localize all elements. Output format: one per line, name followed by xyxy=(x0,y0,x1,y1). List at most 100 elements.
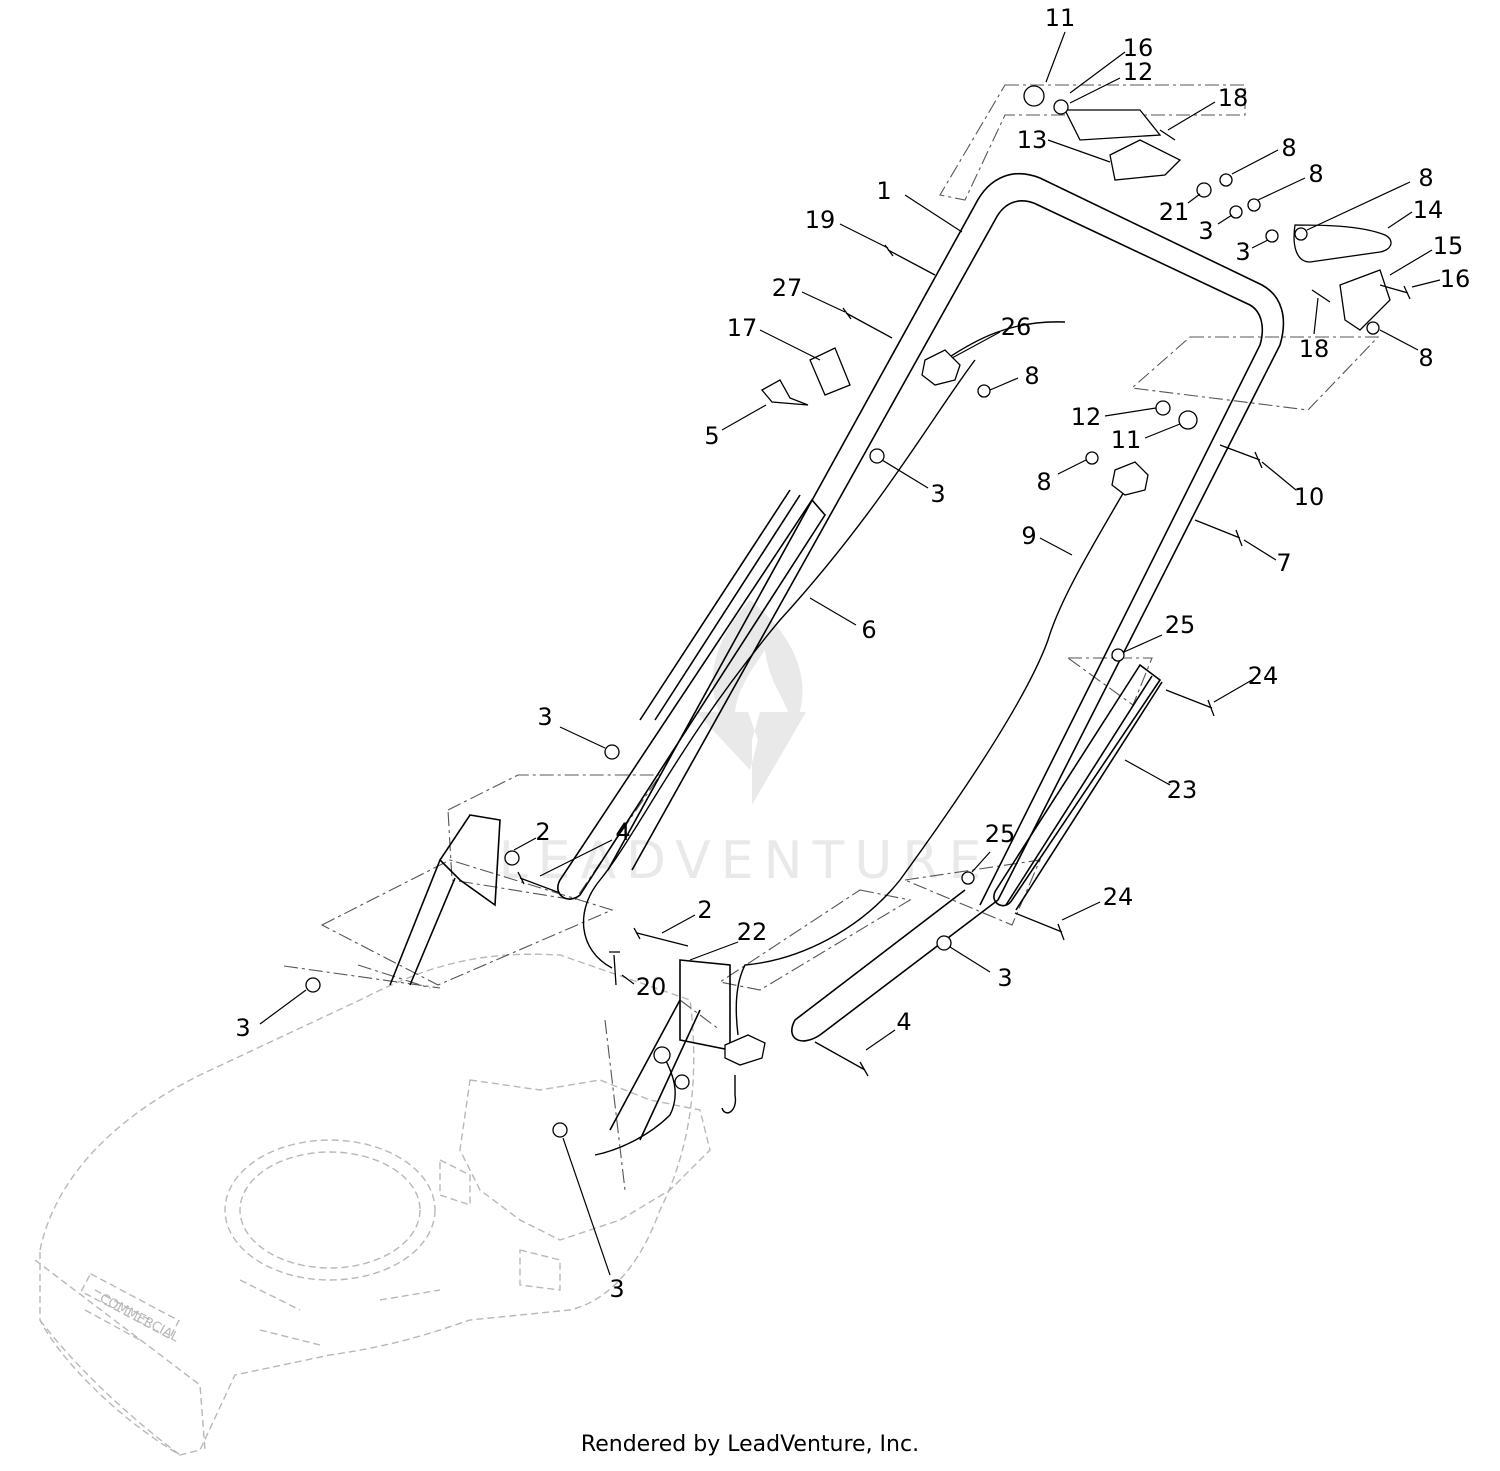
leader-18-top xyxy=(1167,101,1216,131)
leader-21 xyxy=(1187,193,1201,204)
nut-3-a xyxy=(869,448,885,464)
clip-5 xyxy=(760,379,809,406)
dashed-planes xyxy=(283,84,1380,1191)
callout-8-f: 8 xyxy=(1418,344,1433,372)
callout-20: 20 xyxy=(636,973,667,1001)
callout-16-right: 16 xyxy=(1440,265,1471,293)
leader-7 xyxy=(1243,539,1277,561)
switch-right xyxy=(1111,461,1149,496)
deck-front-lip xyxy=(34,1259,206,1456)
leader-20 xyxy=(621,974,635,985)
callout-1: 1 xyxy=(876,177,891,205)
leader-1 xyxy=(904,194,963,233)
nut-3-g xyxy=(1265,229,1279,243)
deck-blade-opening xyxy=(224,1139,436,1281)
nut-8-c xyxy=(1219,173,1233,187)
bolt-27 xyxy=(842,307,893,339)
callout-21: 21 xyxy=(1159,198,1190,226)
callout-16-top: 16 xyxy=(1123,34,1154,62)
callout-27: 27 xyxy=(772,274,803,302)
leader-8-c xyxy=(1306,181,1411,231)
cable-6 xyxy=(582,359,976,969)
deck-blade-opening-inner xyxy=(239,1151,421,1269)
bracket-12-upper xyxy=(1063,109,1162,141)
hardware xyxy=(305,85,1392,1138)
callout-7: 7 xyxy=(1276,549,1291,577)
callout-3-g: 3 xyxy=(1235,238,1250,266)
leader-9 xyxy=(1039,537,1073,556)
leader-3-a xyxy=(881,459,929,489)
cables xyxy=(582,321,1126,1156)
cable-clamp xyxy=(724,1034,766,1066)
callout-2-b: 2 xyxy=(697,896,712,924)
mower-deck: COMMERCIAL xyxy=(34,953,711,1456)
callout-3-c: 3 xyxy=(235,1014,250,1042)
cable-lower xyxy=(594,1049,676,1156)
footer-credit: Rendered by LeadVenture, Inc. xyxy=(580,1432,920,1457)
callout-6: 6 xyxy=(861,616,876,644)
leader-12-right xyxy=(1104,407,1157,417)
callout-2-a: 2 xyxy=(535,818,550,846)
bolt-2-a xyxy=(633,927,689,947)
callout-3-e: 3 xyxy=(609,1275,624,1303)
leader-24-b xyxy=(1061,901,1101,921)
leader-3-d xyxy=(949,946,991,973)
callout-13: 13 xyxy=(1017,126,1048,154)
callout-8-a: 8 xyxy=(1281,134,1296,162)
leader-8-b xyxy=(1257,177,1306,201)
deck-outline xyxy=(39,953,695,1456)
watermark-text: LEADVENTURE xyxy=(499,831,992,891)
nut-8-f xyxy=(1366,321,1380,335)
nut-8-b xyxy=(1085,451,1099,465)
callout-26: 26 xyxy=(1001,313,1032,341)
handle-bracket-center-arm xyxy=(609,999,701,1141)
leader-15 xyxy=(1389,249,1433,276)
washer-12-right xyxy=(1155,400,1171,416)
callout-15: 15 xyxy=(1433,232,1464,260)
leader-18-right xyxy=(1313,297,1319,335)
handle-bracket-left-arm xyxy=(389,859,456,986)
bolt-16-right xyxy=(1379,284,1411,300)
callout-8-b: 8 xyxy=(1308,160,1323,188)
leader-14 xyxy=(1387,211,1413,229)
callout-8-right: 8 xyxy=(1036,468,1051,496)
spacer-21 xyxy=(1196,182,1212,198)
callout-19: 19 xyxy=(805,206,836,234)
callout-11-top: 11 xyxy=(1045,4,1076,32)
handle-outer xyxy=(607,172,1285,901)
leader-4-b xyxy=(865,1029,896,1051)
plane-mid-right xyxy=(1066,657,1153,706)
bolt-24-a xyxy=(1165,689,1215,717)
leader-16-right xyxy=(1411,279,1441,288)
callout-8-upper: 8 xyxy=(1024,362,1039,390)
leader-12-top xyxy=(1069,77,1121,104)
callout-14: 14 xyxy=(1413,196,1444,224)
plane-lower-bracket xyxy=(604,999,721,1191)
callout-24-a: 24 xyxy=(1248,662,1279,690)
callout-4-a: 4 xyxy=(615,818,630,846)
callout-8-c: 8 xyxy=(1418,164,1433,192)
leader-22 xyxy=(689,941,739,961)
watermark-flame-icon xyxy=(712,600,803,745)
watermark-v-icon xyxy=(696,712,806,805)
bolt-10 xyxy=(1219,444,1263,469)
leader-8-f xyxy=(1379,329,1419,351)
decal-17 xyxy=(809,347,851,396)
nut-3-b xyxy=(604,744,620,760)
lower-handle-right xyxy=(993,663,1162,907)
leader-11-top xyxy=(1045,31,1066,83)
bolt-4-a xyxy=(517,871,561,894)
switch-26 xyxy=(921,349,961,386)
leader-25-a xyxy=(1123,634,1163,653)
deck-ribs xyxy=(84,1279,441,1346)
leader-3-c xyxy=(259,989,307,1025)
callout-3-b: 3 xyxy=(537,703,552,731)
deck-logo-plate xyxy=(80,1272,180,1340)
callout-24-b: 24 xyxy=(1103,883,1134,911)
lower-handle-left xyxy=(557,498,826,900)
leader-3-f xyxy=(1217,214,1233,225)
plane-top xyxy=(939,84,1246,201)
lower-handle-right-bar xyxy=(1005,675,1163,911)
leader-3-b xyxy=(559,726,606,749)
